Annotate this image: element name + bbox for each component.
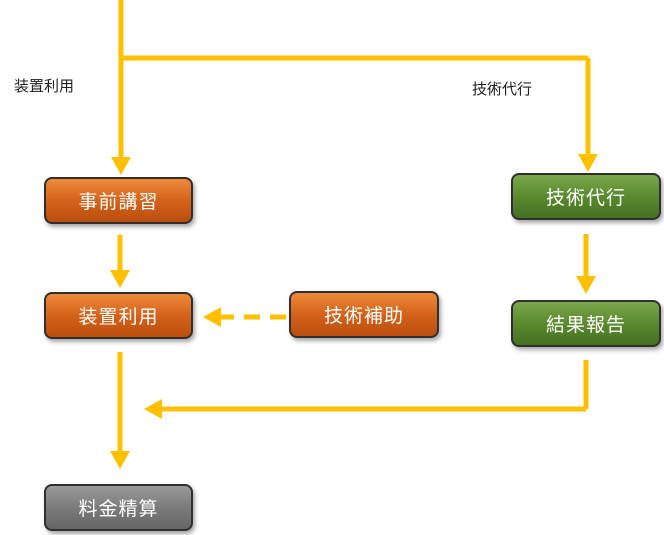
branch-label-technical-proxy: 技術代行 (472, 80, 533, 98)
node-result-report: 結果報告 (511, 300, 661, 347)
node-pre-training: 事前講習 (44, 177, 193, 224)
arrowhead (110, 451, 130, 469)
branch-label-equipment-use: 装置利用 (14, 77, 75, 95)
node-technical-proxy: 技術代行 (511, 173, 661, 220)
arrowhead (576, 276, 596, 294)
arrowhead (144, 399, 162, 419)
arrowhead (578, 154, 598, 172)
node-fee-settlement: 料金精算 (44, 484, 193, 531)
arrowhead (110, 270, 130, 288)
node-technical-assist: 技術補助 (289, 291, 439, 338)
node-equipment-use: 装置利用 (44, 292, 193, 339)
arrowhead (111, 157, 131, 175)
arrowhead (203, 307, 221, 327)
